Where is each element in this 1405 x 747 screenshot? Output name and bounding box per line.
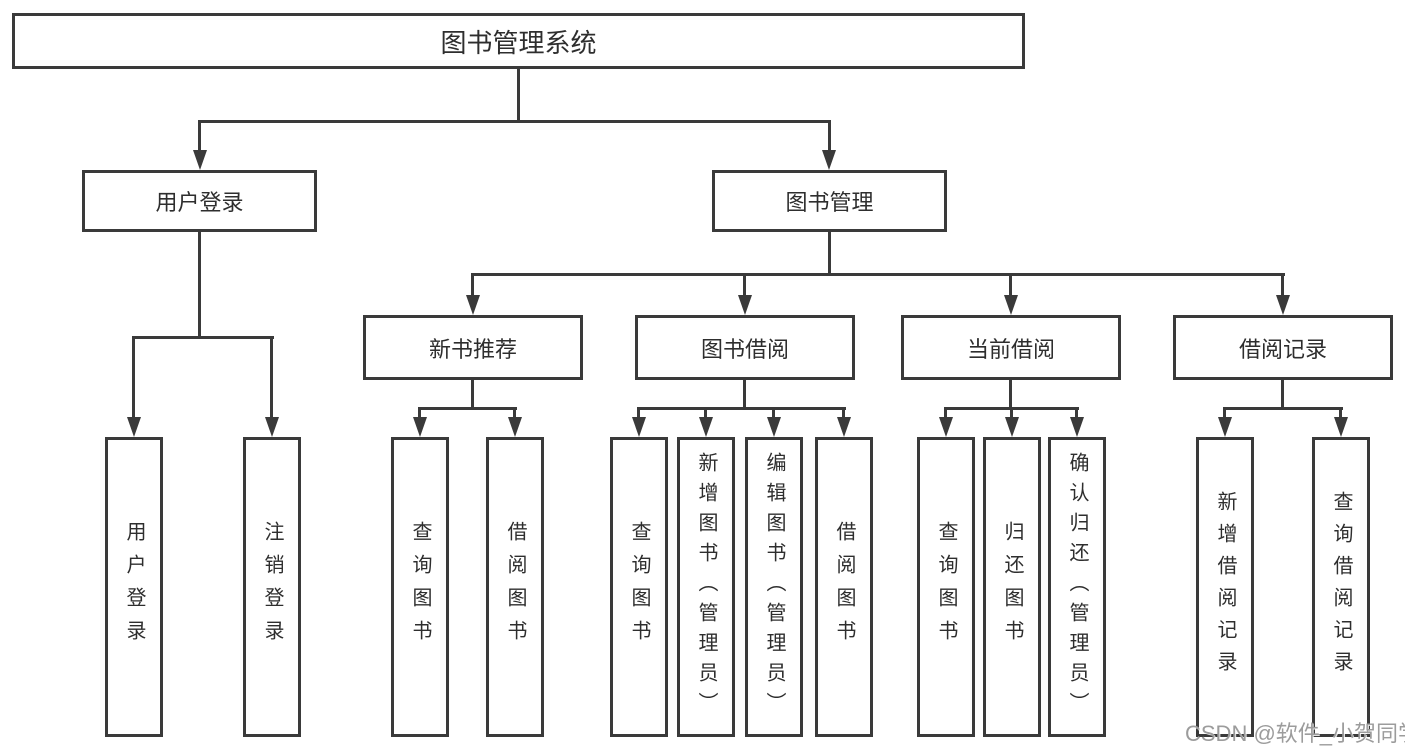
node-label: 当前借阅 [966, 336, 1055, 362]
node-user-login: 用户登录 [82, 170, 317, 232]
node-label: 用户登录 [155, 190, 244, 215]
arrow-down-icon [767, 417, 781, 437]
node-label: 查询图书 [628, 521, 650, 653]
leaf-logout: 注销登录 [243, 437, 301, 737]
arrow-down-icon [1276, 295, 1290, 315]
connector-line [743, 380, 746, 407]
arrow-down-icon [699, 417, 713, 437]
connector-line [1010, 407, 1013, 419]
connector-line [828, 120, 831, 152]
arrow-down-icon [939, 417, 953, 437]
connector-line [270, 336, 273, 419]
node-label: 图书管理 [785, 190, 874, 215]
node-book-management: 图书管理 [712, 170, 947, 232]
connector-line [743, 273, 746, 297]
node-label: 图书借阅 [700, 336, 789, 362]
node-label: 编辑图书（管理员） [763, 452, 785, 722]
connector-line [842, 407, 845, 419]
leaf-query-books-borrow: 查询图书 [610, 437, 668, 737]
connector-line [418, 407, 517, 410]
connector-line [1223, 407, 1343, 410]
connector-line [1281, 380, 1284, 407]
arrow-down-icon [413, 417, 427, 437]
leaf-confirm-return-admin: 确认归还（管理员） [1048, 437, 1106, 737]
node-label: 用户登录 [123, 521, 145, 653]
connector-line [1009, 273, 1012, 297]
connector-line [1339, 407, 1342, 419]
node-borrowing-records: 借阅记录 [1173, 315, 1393, 380]
connector-line [132, 336, 135, 419]
connector-line [704, 407, 707, 419]
node-label: 查询图书 [935, 521, 957, 653]
connector-line [418, 407, 421, 419]
arrow-down-icon [193, 150, 207, 170]
node-new-book-recommend: 新书推荐 [363, 315, 583, 380]
csdn-watermark: CSDN @软件_小贺同学 [1185, 721, 1405, 746]
arrow-down-icon [822, 150, 836, 170]
node-label: 借阅记录 [1238, 336, 1327, 362]
arrow-down-icon [508, 417, 522, 437]
node-current-borrowing: 当前借阅 [901, 315, 1121, 380]
connector-line [944, 407, 947, 419]
leaf-query-books-current: 查询图书 [917, 437, 975, 737]
connector-line [198, 232, 201, 336]
connector-line [772, 407, 775, 419]
arrow-down-icon [1005, 417, 1019, 437]
arrow-down-icon [466, 295, 480, 315]
leaf-edit-book-admin: 编辑图书（管理员） [745, 437, 803, 737]
arrow-down-icon [1218, 417, 1232, 437]
arrow-down-icon [738, 295, 752, 315]
connector-line [198, 120, 831, 123]
node-label: 新增借阅记录 [1214, 491, 1236, 683]
arrow-down-icon [265, 417, 279, 437]
connector-line [637, 407, 640, 419]
connector-line [1223, 407, 1226, 419]
node-label: 新书推荐 [428, 336, 517, 362]
node-label: 查询图书 [409, 521, 431, 653]
node-book-borrowing: 图书借阅 [635, 315, 855, 380]
node-label: 借阅图书 [504, 521, 526, 653]
leaf-query-borrow-record: 查询借阅记录 [1312, 437, 1370, 737]
leaf-return-books: 归还图书 [983, 437, 1041, 737]
connector-line [513, 407, 516, 419]
node-label: 查询借阅记录 [1330, 491, 1352, 683]
leaf-borrow-books-recommend: 借阅图书 [486, 437, 544, 737]
connector-line [471, 273, 1285, 276]
connector-line [1009, 380, 1012, 407]
leaf-query-books-recommend: 查询图书 [391, 437, 449, 737]
connector-line [517, 69, 520, 120]
node-label: 新增图书（管理员） [695, 452, 717, 722]
node-library-system: 图书管理系统 [12, 13, 1025, 69]
leaf-add-borrow-record: 新增借阅记录 [1196, 437, 1254, 737]
arrow-down-icon [1004, 295, 1018, 315]
connector-line [1281, 273, 1284, 297]
arrow-down-icon [1070, 417, 1084, 437]
connector-line [471, 380, 474, 407]
node-label: 注销登录 [261, 521, 283, 653]
leaf-borrow-books: 借阅图书 [815, 437, 873, 737]
arrow-down-icon [1334, 417, 1348, 437]
arrow-down-icon [837, 417, 851, 437]
node-label: 借阅图书 [833, 521, 855, 653]
node-label: 归还图书 [1001, 521, 1023, 653]
node-label: 确认归还（管理员） [1066, 452, 1088, 722]
arrow-down-icon [632, 417, 646, 437]
connector-line [198, 120, 201, 152]
connector-line [471, 273, 474, 297]
connector-line [132, 336, 274, 339]
leaf-user-login: 用户登录 [105, 437, 163, 737]
node-label: 图书管理系统 [440, 27, 597, 58]
connector-line [828, 232, 831, 273]
connector-line [1075, 407, 1078, 419]
connector-line [637, 407, 846, 410]
arrow-down-icon [127, 417, 141, 437]
leaf-add-book-admin: 新增图书（管理员） [677, 437, 735, 737]
